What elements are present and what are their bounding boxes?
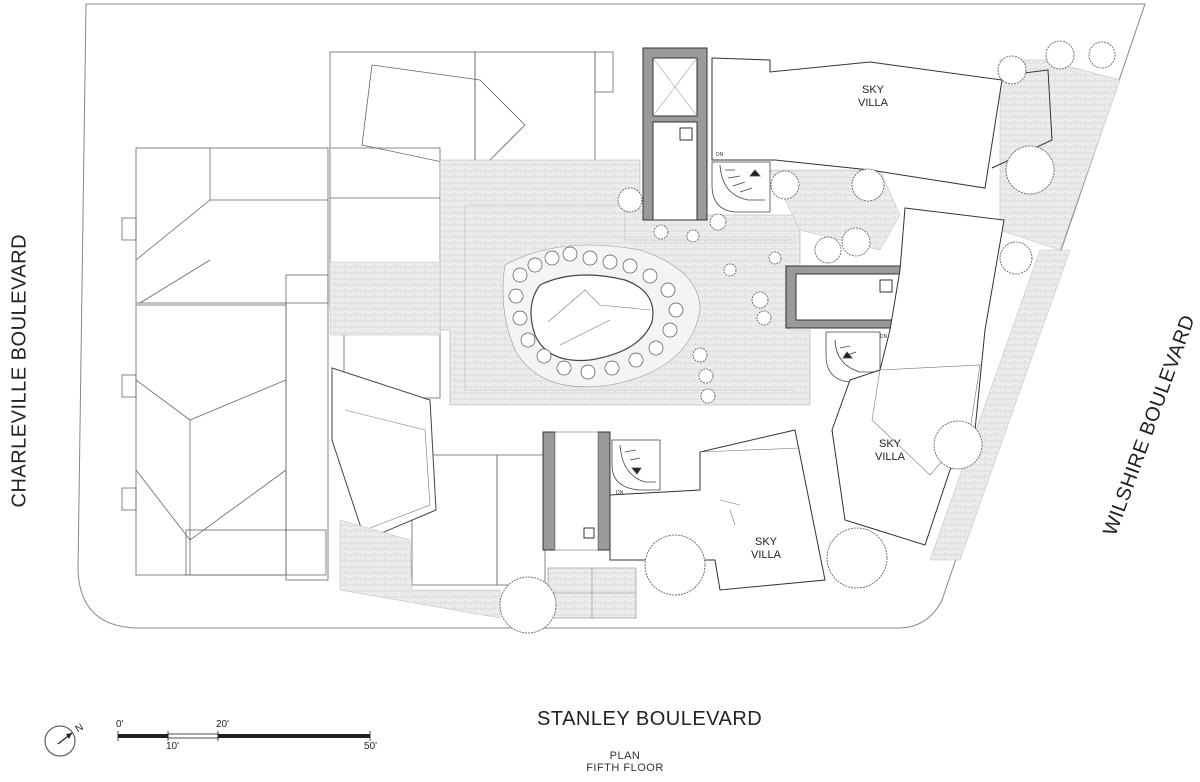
sky-villa-label-south: SKY VILLA	[746, 536, 786, 562]
villa-east	[831, 207, 1005, 546]
street-label-west: CHARLEVILLE BOULEVARD	[8, 233, 31, 508]
street-label-south: STANLEY BOULEVARD	[537, 708, 763, 730]
west-building	[331, 367, 437, 541]
swimming-pool	[530, 274, 654, 362]
stair-label-north: DN	[716, 152, 724, 158]
villa-label-line2: VILLA	[751, 549, 781, 561]
villa-north	[711, 57, 1003, 189]
trees	[499, 40, 1116, 634]
scale-label-0: 0'	[116, 719, 124, 730]
caption-line1: PLAN	[609, 750, 641, 762]
sky-villa-label-east: SKY VILLA	[870, 438, 910, 464]
villa-south	[609, 429, 826, 591]
sky-villa-label-north: SKY VILLA	[853, 84, 893, 110]
scale-label-20: 20'	[216, 719, 230, 730]
villa-label-line2: VILLA	[858, 97, 888, 109]
scale-label-10: 10'	[166, 741, 180, 752]
villa-label-line1: SKY	[754, 536, 777, 548]
scale-bar	[117, 731, 371, 741]
villa-label-line1: SKY	[861, 84, 884, 96]
drawing-caption: PLAN FIFTH FLOOR	[580, 750, 670, 774]
north-arrow	[44, 725, 76, 757]
scale-label-50: 50'	[364, 741, 378, 752]
villa-label-line1: SKY	[878, 438, 901, 450]
stair-label-south: DN	[616, 490, 624, 496]
site-boundary	[77, 3, 1146, 629]
villa-label-line2: VILLA	[875, 451, 905, 463]
pool-planting	[508, 246, 684, 380]
stair-label-east: DN	[880, 334, 888, 340]
caption-line2: FIFTH FLOOR	[586, 762, 664, 774]
